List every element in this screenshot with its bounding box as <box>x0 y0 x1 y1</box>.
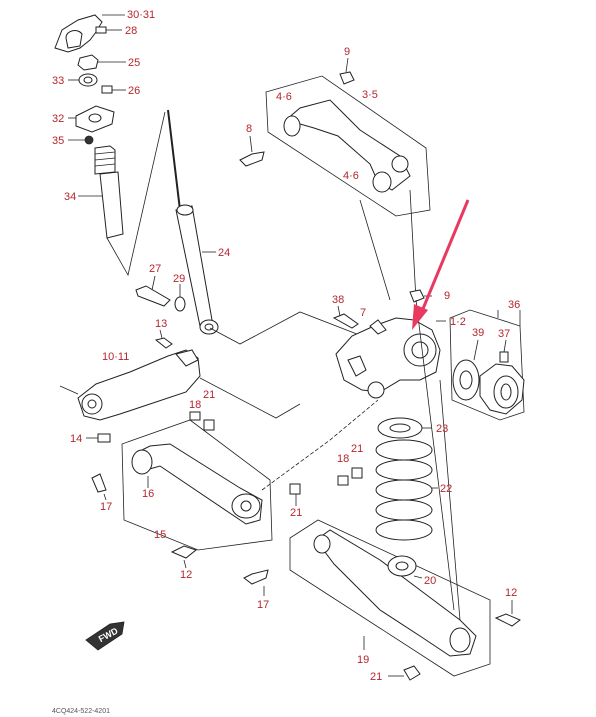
label-18b: 18 <box>337 453 349 465</box>
label-8: 8 <box>246 123 252 135</box>
bolt-13 <box>154 329 173 349</box>
label-12a: 12 <box>180 569 192 581</box>
label-33: 33 <box>52 75 64 87</box>
label-9a: 9 <box>344 46 350 58</box>
bolt-12b <box>494 600 521 627</box>
label-18a: 18 <box>189 399 201 411</box>
hub-box-36 <box>449 309 525 421</box>
nut-26 <box>101 85 126 94</box>
nut-21b <box>351 467 363 479</box>
lateral-arm-10-11 <box>59 349 201 421</box>
label-22: 22 <box>440 483 452 495</box>
bolt-38 <box>332 305 359 329</box>
label-27: 27 <box>149 263 161 275</box>
nut-18a <box>189 411 201 421</box>
label-10-11: 10·11 <box>102 351 129 363</box>
fwd-arrow: FWD <box>85 621 125 651</box>
nut-18b <box>337 475 349 486</box>
arm-link-line <box>199 377 301 419</box>
label-35: 35 <box>52 135 64 147</box>
label-36: 36 <box>508 299 520 311</box>
label-21b: 21 <box>351 443 363 455</box>
label-16: 16 <box>142 488 154 500</box>
bolt-17b <box>243 569 269 596</box>
strut-outline <box>106 111 166 277</box>
nut-25 <box>77 54 126 71</box>
label-21c: 21 <box>290 507 302 519</box>
lower-link-arm <box>131 443 263 525</box>
coil-spring-22 <box>375 439 438 541</box>
label-19: 19 <box>357 654 369 666</box>
label-39: 39 <box>472 327 484 339</box>
spring-seat-23 <box>377 417 432 439</box>
label-21d: 21 <box>370 671 382 683</box>
bolt-12a <box>170 545 198 569</box>
label-24: 24 <box>218 247 230 259</box>
bump-stop-34 <box>78 145 124 239</box>
label-13: 13 <box>155 318 167 330</box>
label-26: 26 <box>128 85 140 97</box>
label-30-31: 30·31 <box>127 9 155 21</box>
label-20: 20 <box>424 575 436 587</box>
washer-33 <box>68 73 98 87</box>
label-12b: 12 <box>505 587 517 599</box>
bolt-14 <box>86 433 111 443</box>
link-dashed-line <box>261 399 379 491</box>
pointer-arrow <box>412 199 470 330</box>
upper-arm-guide <box>359 189 417 301</box>
label-34: 34 <box>64 191 76 203</box>
footer-code: 4CQ424-522-4201 <box>52 708 110 715</box>
shock-absorber-24 <box>167 109 219 335</box>
bolt-8 <box>239 135 265 167</box>
lower-guide <box>415 299 461 621</box>
label-32: 32 <box>52 113 64 125</box>
nut-21c <box>289 483 301 506</box>
label-15: 15 <box>154 529 166 541</box>
label-17a: 17 <box>100 501 112 513</box>
bolt-28 <box>95 26 122 34</box>
upper-mount-bracket <box>54 14 125 53</box>
upper-arm-box-3-5 <box>265 75 431 217</box>
label-38: 38 <box>332 294 344 306</box>
backing-plate-39 <box>452 339 480 401</box>
label-25: 25 <box>128 57 140 69</box>
label-28: 28 <box>125 25 137 37</box>
wheel-hub <box>479 363 525 415</box>
label-9b: 9 <box>444 290 450 302</box>
trailing-arm-19 <box>313 529 477 657</box>
label-23: 23 <box>436 423 448 435</box>
bolt-35 <box>68 135 94 145</box>
label-37: 37 <box>498 328 510 340</box>
label-3-5: 3·5 <box>362 89 378 101</box>
nut-21a <box>203 419 215 431</box>
spring-seat-20 <box>387 555 423 579</box>
lower-link-box-15 <box>121 419 273 551</box>
washer-29 <box>174 284 186 312</box>
nut-9a <box>339 57 355 85</box>
label-4-6b: 4·6 <box>343 170 359 182</box>
label-4-6a: 4·6 <box>276 91 292 103</box>
upper-arm-3-5 <box>283 99 411 193</box>
label-17b: 17 <box>257 599 269 611</box>
trailing-arm-box-19 <box>289 519 491 677</box>
label-14: 14 <box>70 433 82 445</box>
bolt-17a <box>91 473 107 501</box>
bolt-7 <box>369 319 387 335</box>
label-29: 29 <box>173 273 185 285</box>
label-1-2: 1·2 <box>450 316 466 328</box>
knuckle-1-2 <box>335 317 441 399</box>
label-7: 7 <box>360 307 366 319</box>
label-21a: 21 <box>203 389 215 401</box>
mount-plate-32 <box>68 105 115 133</box>
bolt-path-line <box>209 311 363 345</box>
hub-leaders <box>497 310 521 326</box>
bolt-27 <box>135 275 171 307</box>
nut-21d <box>388 665 421 681</box>
bolt-37 <box>499 339 509 363</box>
